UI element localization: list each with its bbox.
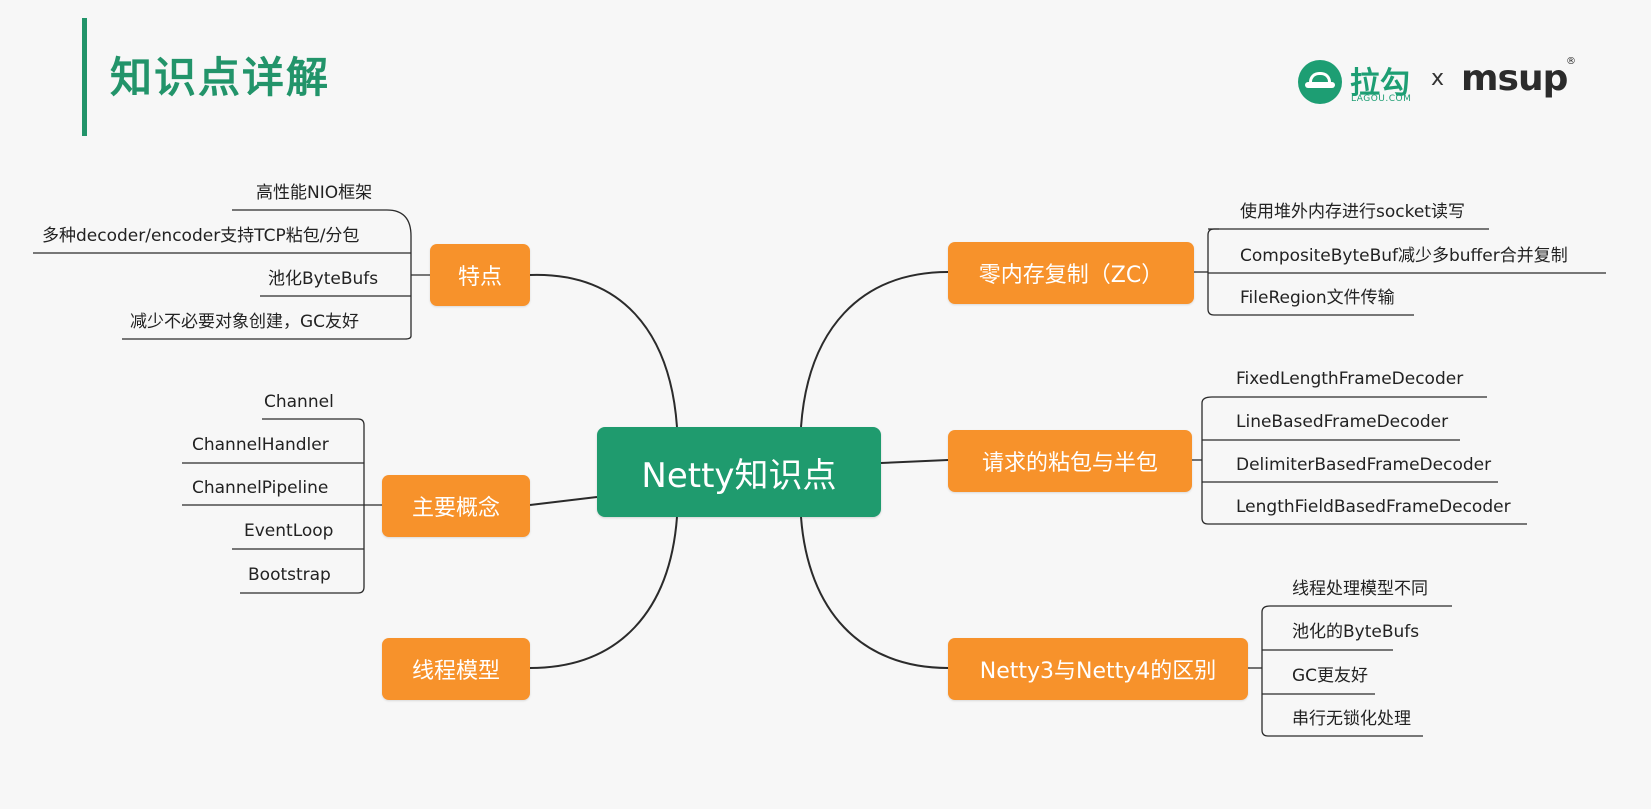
connector-center-netty34 [800, 516, 949, 669]
registered-mark: ® [1566, 56, 1576, 67]
branch-tedian: 特点 [430, 244, 530, 306]
title-accent-bar [82, 18, 87, 136]
underline-gainian-1 [240, 418, 365, 594]
leaf-gainian-2: ChannelHandler [192, 435, 329, 455]
leaf-netty34-1: 线程处理模型不同 [1292, 579, 1428, 599]
leaf-nianbao-2: LineBasedFrameDecoder [1236, 412, 1449, 432]
leaf-gainian-3: ChannelPipeline [192, 478, 329, 498]
lagou-logo-text: 拉勾 [1350, 66, 1410, 101]
leaf-tedian-4: 减少不必要对象创建，GC友好 [130, 312, 360, 332]
leaf-netty34-3: GC更友好 [1292, 666, 1369, 686]
connector-center-tedian [529, 273, 678, 428]
branch-xianchengmoxing: 线程模型 [382, 638, 530, 700]
connector-center-zc [800, 271, 949, 428]
branch-netty34: Netty3与Netty4的区别 [948, 638, 1248, 700]
leaf-tedian-1: 高性能NIO框架 [256, 183, 373, 203]
leaf-nianbao-3: DelimiterBasedFrameDecoder [1236, 455, 1492, 475]
logo-separator: x [1431, 66, 1445, 91]
center-node: Netty知识点 [597, 427, 881, 517]
connector-center-nianbao [880, 459, 949, 464]
leaf-netty34-4: 串行无锁化处理 [1292, 709, 1411, 729]
leaf-nianbao-1: FixedLengthFrameDecoder [1236, 369, 1464, 389]
leaf-gainian-5: Bootstrap [248, 565, 331, 585]
branch-nianbao: 请求的粘包与半包 [948, 430, 1192, 492]
leaf-zc-1: 使用堆外内存进行socket读写 [1240, 202, 1465, 222]
underline-tedian-1 [122, 209, 412, 340]
page-title: 知识点详解 [110, 53, 331, 102]
leaf-zc-3: FileRegion文件传输 [1240, 288, 1395, 308]
connector-center-xianchengmoxing [529, 516, 678, 669]
brand-logo: 拉勾 LAGOU.COM x msup ® [1298, 56, 1598, 112]
connector-center-zhuyaogainian [529, 496, 598, 506]
msup-logo-text: msup [1461, 58, 1568, 99]
leaf-zc-2: CompositeByteBuf减少多buffer合并复制 [1240, 246, 1568, 266]
leaf-netty34-2: 池化的ByteBufs [1292, 622, 1420, 642]
leaf-tedian-3: 池化ByteBufs [268, 269, 379, 289]
branch-zc: 零内存复制（ZC） [948, 242, 1194, 304]
lagou-logo-domain: LAGOU.COM [1351, 94, 1412, 104]
underline-nianbao-1 [1201, 396, 1527, 525]
leaf-gainian-1: Channel [264, 392, 334, 412]
underline-netty34-1 [1261, 605, 1423, 737]
leaf-gainian-4: EventLoop [244, 521, 334, 541]
leaf-tedian-2: 多种decoder/encoder支持TCP粘包/分包 [42, 226, 360, 246]
leaf-nianbao-4: LengthFieldBasedFrameDecoder [1236, 497, 1511, 517]
branch-zhuyaogainian: 主要概念 [382, 475, 530, 537]
lagou-logo-icon [1298, 60, 1342, 104]
